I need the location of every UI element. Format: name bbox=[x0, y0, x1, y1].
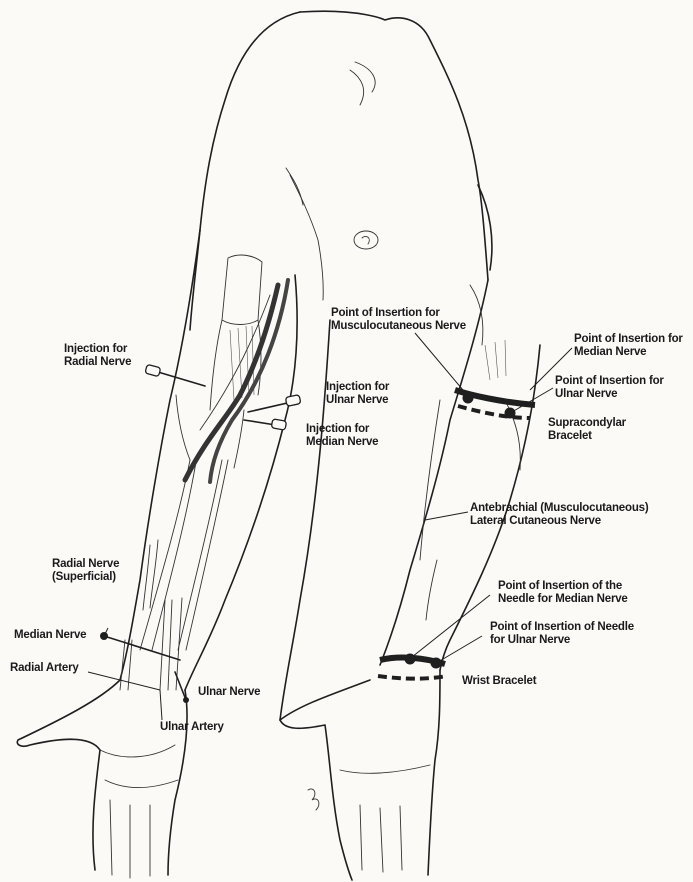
label-median-nerve: Median Nerve bbox=[14, 629, 86, 642]
label-supracondylar-bracelet: Supracondylar Bracelet bbox=[548, 417, 626, 443]
label-ulnar-artery: Ulnar Artery bbox=[160, 721, 224, 734]
needle-ulnar bbox=[248, 395, 301, 412]
label-insertion-ulnar: Point of Insertion for Ulnar Nerve bbox=[555, 375, 664, 401]
label-injection-ulnar: Injection for Ulnar Nerve bbox=[326, 381, 389, 407]
label-radial-superficial: Radial Nerve (Superficial) bbox=[52, 558, 119, 584]
label-ulnar-nerve: Ulnar Nerve bbox=[198, 686, 260, 699]
artist-signature bbox=[308, 789, 319, 810]
label-insertion-musculocutaneous: Point of Insertion for Musculocutaneous … bbox=[331, 307, 466, 333]
needle-median bbox=[244, 419, 287, 430]
label-antebrachial: Antebrachial (Musculocutaneous) Lateral … bbox=[470, 502, 648, 528]
label-insertion-median: Point of Insertion for Median Nerve bbox=[574, 333, 683, 359]
needle-wrist bbox=[100, 632, 189, 703]
label-needle-median: Point of Insertion of the Needle for Med… bbox=[498, 580, 628, 606]
label-radial-artery: Radial Artery bbox=[10, 662, 79, 675]
label-injection-median: Injection for Median Nerve bbox=[306, 423, 378, 449]
wrist-bracelet bbox=[378, 654, 447, 679]
torso-outline bbox=[190, 11, 492, 330]
label-wrist-bracelet: Wrist Bracelet bbox=[462, 675, 536, 688]
left-arm bbox=[17, 230, 301, 878]
label-injection-radial: Injection for Radial Nerve bbox=[64, 343, 131, 369]
label-needle-ulnar: Point of Insertion of Needle for Ulnar N… bbox=[490, 621, 634, 647]
